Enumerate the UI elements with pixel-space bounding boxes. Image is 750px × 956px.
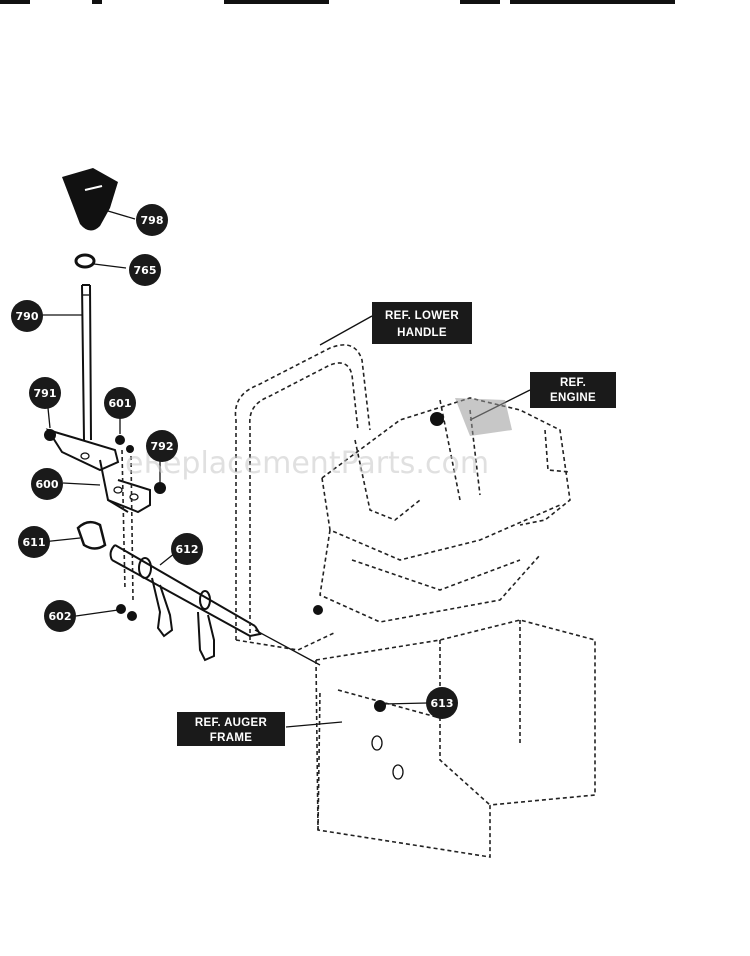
engine-outline <box>319 397 571 623</box>
callout-792-text: 792 <box>151 440 174 453</box>
shift-knob <box>62 168 118 231</box>
shift-bracket <box>44 428 166 601</box>
ref-auger-frame-line-1: REF. AUGER <box>195 717 268 729</box>
header-remnant <box>0 0 675 4</box>
auger-frame-outline <box>313 605 596 858</box>
callout-798: 798 <box>136 204 168 236</box>
callout-602: 602 <box>44 600 76 632</box>
knob-nut <box>74 253 96 269</box>
callout-791-text: 791 <box>34 387 57 400</box>
callout-602-text: 602 <box>49 610 72 623</box>
callout-765-text: 765 <box>134 264 157 277</box>
callout-790-text: 790 <box>16 310 39 323</box>
ref-engine-line-1: REF. <box>560 377 586 389</box>
callout-791: 791 <box>29 377 61 409</box>
callout-600: 600 <box>31 468 63 500</box>
ref-auger-frame-label: REF. AUGER FRAME <box>177 712 285 746</box>
callout-611-text: 611 <box>23 536 46 549</box>
ref-auger-frame-line-2: FRAME <box>210 732 252 744</box>
ref-lower-handle-line-2: HANDLE <box>397 327 447 339</box>
ref-engine-line-2: ENGINE <box>550 392 596 404</box>
callout-600-text: 600 <box>36 478 59 491</box>
ref-engine-label: REF. ENGINE <box>530 372 616 408</box>
callout-798-text: 798 <box>141 214 164 227</box>
callout-765: 765 <box>129 254 161 286</box>
shift-rod <box>81 284 92 441</box>
watermark: eReplacementParts.com <box>125 446 489 481</box>
callout-790: 790 <box>11 300 43 332</box>
callout-611: 611 <box>18 526 50 558</box>
lower-handle-outline <box>234 344 371 651</box>
callout-601: 601 <box>104 387 136 419</box>
callout-613-text: 613 <box>431 697 454 710</box>
callout-613: 613 <box>426 687 458 719</box>
callout-792: 792 <box>146 430 178 462</box>
callout-612-text: 612 <box>176 543 199 556</box>
callout-612: 612 <box>171 533 203 565</box>
ref-lower-handle-label: REF. LOWER HANDLE <box>372 302 472 344</box>
callout-601-text: 601 <box>109 397 132 410</box>
ref-lower-handle-line-1: REF. LOWER <box>385 310 459 322</box>
